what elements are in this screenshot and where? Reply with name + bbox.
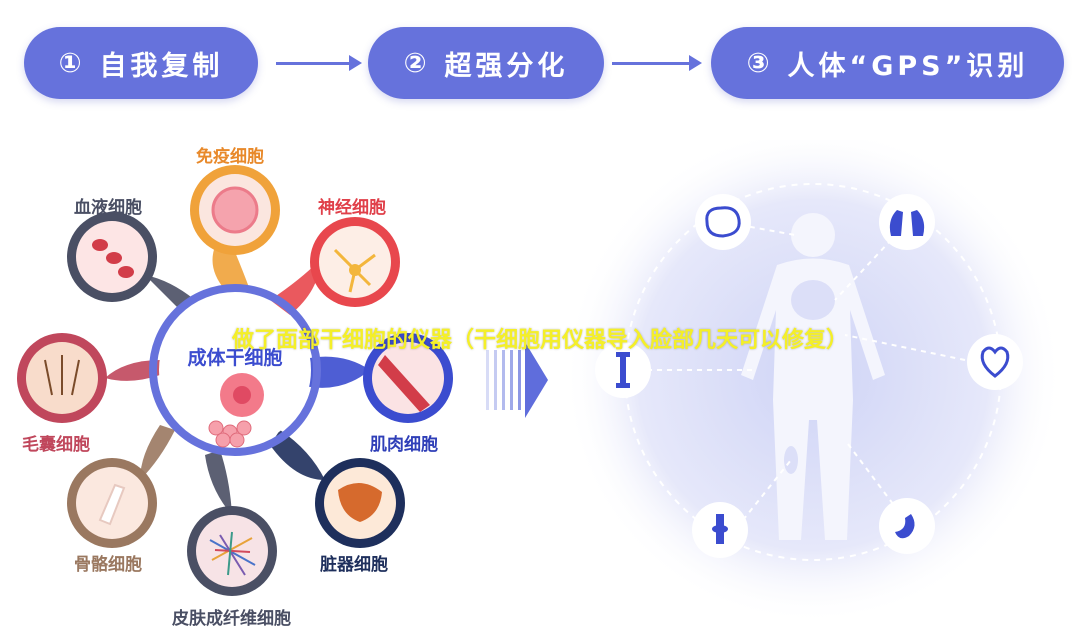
label-skin-cell: 皮肤成纤维细胞 <box>172 609 291 629</box>
organ-cell-icon <box>338 482 382 522</box>
overlay-caption: 做了面部干细胞的仪器（干细胞用仪器导入脸部几天可以修复） <box>231 328 848 353</box>
label-immune-cell: 免疫细胞 <box>196 147 264 167</box>
arm-skin <box>205 450 232 515</box>
brain-icon <box>695 194 751 250</box>
step-2-pill: ② 超强分化 <box>368 27 604 99</box>
step-3-pill: ③ 人体“GPS”识别 <box>711 27 1064 99</box>
step-3-label: 人体“GPS”识别 <box>787 50 1029 82</box>
human-body-diagram <box>563 140 1063 625</box>
label-organ-cell: 脏器细胞 <box>320 555 388 575</box>
step-3-number: ③ <box>746 47 774 79</box>
center-title: 成体干细胞 <box>187 347 283 369</box>
step-2-label: 超强分化 <box>444 50 569 82</box>
bone-cell-icon <box>98 483 126 526</box>
knee-joint-icon <box>692 502 748 558</box>
stem-cell-diagram <box>17 165 548 596</box>
step-2-number: ② <box>403 47 431 79</box>
bone-icon <box>595 342 651 398</box>
human-body-silhouette <box>741 213 885 540</box>
label-hair-follicle-cell: 毛囊细胞 <box>22 435 90 455</box>
body-lungs <box>791 280 835 320</box>
blood-cell-icon <box>92 239 134 278</box>
muscle-cell-icon <box>378 355 430 412</box>
step-1-label: 自我复制 <box>99 50 224 82</box>
center-circle <box>159 294 311 446</box>
step-1-pill: ① 自我复制 <box>24 27 258 99</box>
lungs-icon <box>879 194 935 250</box>
small-cells-icon <box>208 420 252 448</box>
step-1-number: ① <box>58 47 86 79</box>
arrow-2-head <box>689 55 702 71</box>
arm-blood <box>145 275 195 310</box>
arrow-1 <box>276 62 350 65</box>
skin-fiber-icon <box>209 531 256 576</box>
arm-hair <box>105 360 160 381</box>
center-circle-ring <box>149 284 321 456</box>
immune-cell-icon <box>211 186 259 234</box>
arrow-2 <box>612 62 690 65</box>
arm-organ <box>270 430 325 480</box>
stomach-icon <box>879 498 935 554</box>
label-blood-cell: 血液细胞 <box>74 198 142 218</box>
arm-bone <box>140 425 175 480</box>
label-nerve-cell: 神经细胞 <box>318 198 386 218</box>
arrow-1-head <box>349 55 362 71</box>
right-arrow-stripes <box>486 342 548 418</box>
label-bone-cell: 骨骼细胞 <box>74 555 142 575</box>
hair-follicle-icon <box>44 355 80 396</box>
body-knee <box>784 446 798 474</box>
label-muscle-cell: 肌肉细胞 <box>370 435 438 455</box>
heart-icon <box>967 334 1023 390</box>
